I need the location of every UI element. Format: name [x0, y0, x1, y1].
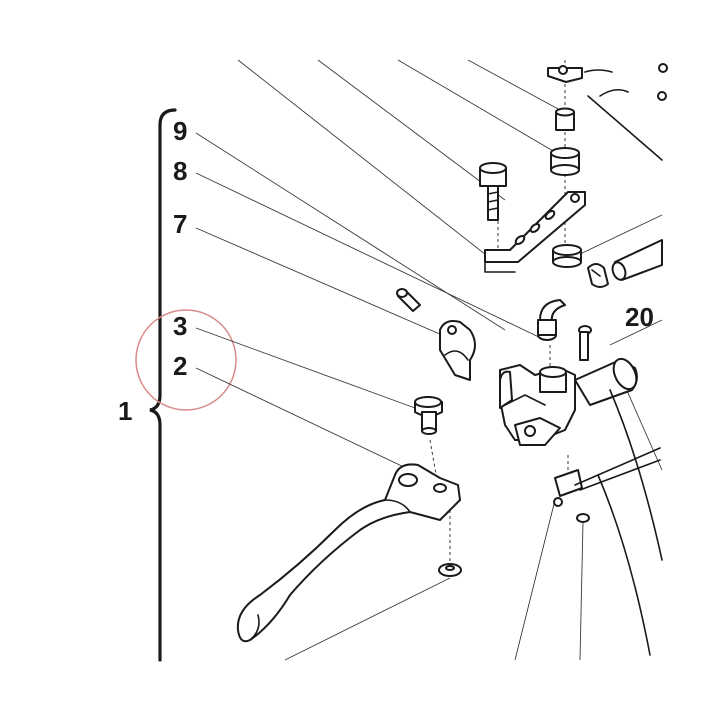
lever-washer [438, 563, 462, 577]
bleed-screw [578, 325, 592, 361]
brake-lever [236, 463, 461, 643]
callout-2: 2 [173, 351, 187, 381]
master-cylinder-body [499, 357, 638, 446]
callout-9: 9 [173, 116, 187, 146]
hoses [597, 389, 663, 656]
callout-20: 20 [625, 302, 654, 332]
leader-9 [195, 132, 506, 331]
bushing-stack [550, 107, 582, 268]
leader-7 [195, 227, 466, 346]
banjo-fitting [537, 299, 566, 341]
clamp-screw [396, 288, 421, 312]
callout-7: 7 [173, 209, 187, 239]
callout-3: 3 [173, 311, 187, 341]
assembly-brace [149, 108, 177, 662]
mounting-plate [484, 191, 586, 273]
callout-1: 1 [118, 396, 132, 426]
mirror-mount-fragment [547, 63, 668, 161]
highlight-circle [135, 309, 237, 411]
leader-2 [195, 367, 411, 471]
handlebar-stub [611, 239, 663, 281]
leader-8 [195, 172, 546, 341]
hex-bolt [479, 162, 507, 221]
leader-lines [195, 59, 663, 661]
item-20-clamp [587, 263, 609, 288]
pivot-screw [414, 396, 443, 435]
leader-3 [195, 327, 416, 409]
callout-8: 8 [173, 156, 187, 186]
brake-light-switch [553, 447, 661, 523]
handlebar-clamp-bracket [439, 320, 476, 381]
